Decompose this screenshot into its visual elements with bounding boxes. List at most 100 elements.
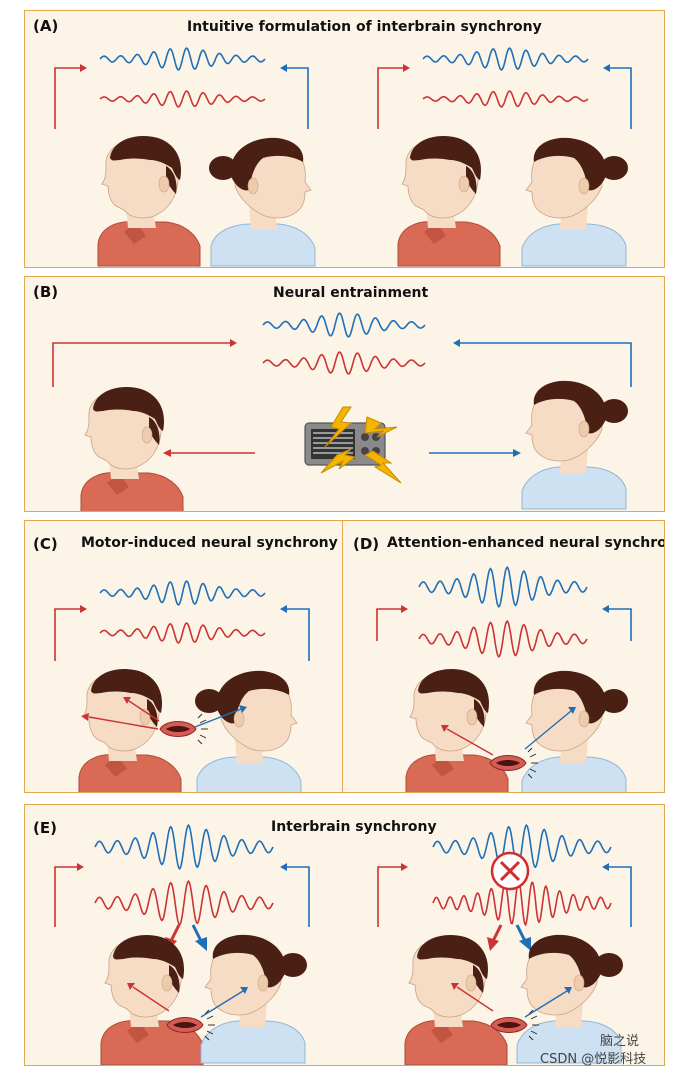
person-male bbox=[97, 135, 201, 267]
panel-d-illustration bbox=[376, 565, 632, 793]
arrowhead bbox=[280, 64, 287, 72]
wave-blue bbox=[418, 565, 588, 609]
arrowhead bbox=[602, 605, 609, 613]
feedback-arrow-blue bbox=[287, 866, 310, 927]
signal-arrow-red bbox=[128, 700, 160, 722]
arrowhead bbox=[163, 449, 171, 457]
arrowhead bbox=[80, 605, 87, 613]
arrowhead bbox=[564, 987, 572, 994]
wave-blue bbox=[99, 47, 266, 71]
person-female bbox=[522, 138, 628, 266]
feedback-arrow-blue bbox=[460, 342, 632, 387]
coupling-arrow-blue bbox=[191, 924, 203, 942]
panel-a-label: (A) bbox=[33, 17, 59, 35]
wave-red bbox=[99, 622, 266, 644]
feedback-arrow-blue bbox=[287, 67, 309, 129]
arrowhead bbox=[487, 937, 499, 951]
person-female bbox=[201, 935, 307, 1063]
panel-a-illustration bbox=[54, 47, 632, 267]
feedback-arrow-red bbox=[376, 608, 401, 641]
person-female bbox=[522, 381, 628, 509]
wave-red bbox=[418, 620, 588, 658]
arrowhead bbox=[401, 605, 408, 613]
arrowhead bbox=[451, 983, 459, 990]
panel-c-title: Motor-induced neural synchrony bbox=[81, 535, 338, 551]
arrowhead bbox=[195, 937, 207, 951]
wave-red bbox=[262, 351, 426, 375]
speaking-mouth-icon bbox=[159, 713, 209, 745]
arrowhead bbox=[280, 863, 287, 871]
panel-c-label: (C) bbox=[33, 535, 58, 553]
panel-d-label: (D) bbox=[353, 535, 380, 553]
arrowhead bbox=[401, 863, 408, 871]
panel-d: (D) Attention-enhanced neural synchrony bbox=[342, 520, 665, 793]
wave-blue bbox=[99, 580, 266, 606]
arrowhead bbox=[441, 725, 449, 732]
signal-arrow-red bbox=[132, 986, 170, 1012]
wave-blue bbox=[262, 312, 426, 338]
wave-red bbox=[99, 90, 266, 108]
arrowhead bbox=[81, 713, 89, 721]
feedback-arrow-red bbox=[377, 866, 401, 927]
arrowhead bbox=[127, 983, 135, 990]
feedback-arrow-blue bbox=[610, 67, 632, 129]
signal-arrow-blue bbox=[524, 710, 572, 750]
watermark-wechat: 脑之说 bbox=[600, 1034, 640, 1049]
signal-arrow-red bbox=[446, 728, 494, 756]
feedback-arrow-red bbox=[52, 342, 230, 387]
wave-red bbox=[432, 879, 612, 927]
panel-b-label: (B) bbox=[33, 283, 59, 301]
person-male bbox=[405, 668, 509, 792]
arrowhead bbox=[453, 339, 460, 347]
coupling-arrow-red bbox=[169, 924, 181, 942]
person-male bbox=[404, 934, 508, 1065]
wave-red bbox=[94, 879, 274, 927]
arrowhead bbox=[239, 705, 247, 713]
lightning-bolt-icon bbox=[320, 406, 402, 484]
arrowhead bbox=[602, 863, 609, 871]
arrowhead bbox=[80, 64, 87, 72]
panel-a-title: Intuitive formulation of interbrain sync… bbox=[187, 19, 542, 35]
signal-arrow-blue bbox=[194, 708, 242, 728]
panel-b-illustration bbox=[52, 312, 632, 511]
arrowhead bbox=[513, 449, 521, 457]
arrowhead bbox=[123, 697, 131, 704]
signal-arrow-red bbox=[88, 716, 159, 730]
panel-e-title: Interbrain synchrony bbox=[271, 819, 437, 835]
panel-e-illustration bbox=[54, 823, 632, 1065]
red-cross-circle-icon bbox=[490, 851, 530, 891]
person-male bbox=[80, 386, 184, 511]
coupling-arrow-red bbox=[491, 924, 503, 942]
wave-blue bbox=[94, 823, 274, 871]
feedback-arrow-blue bbox=[609, 608, 632, 641]
feedback-arrow-blue bbox=[609, 866, 632, 927]
arrowhead bbox=[603, 64, 610, 72]
signal-arrow-blue bbox=[524, 990, 568, 1018]
wave-blue bbox=[432, 823, 612, 871]
person-female bbox=[208, 137, 316, 267]
feedback-arrow-blue bbox=[287, 608, 310, 661]
signal-arrow-red bbox=[456, 986, 494, 1012]
feedback-arrow-red bbox=[54, 866, 77, 927]
signal-arrow-blue bbox=[200, 990, 244, 1018]
arrowhead bbox=[519, 937, 531, 951]
panel-b: (B) Neural entrainment bbox=[24, 276, 665, 512]
arrowhead bbox=[568, 707, 576, 714]
panel-c-illustration bbox=[54, 580, 310, 792]
arrowhead bbox=[280, 605, 287, 613]
arrowhead bbox=[403, 64, 410, 72]
arrowhead bbox=[240, 987, 248, 994]
arrowhead bbox=[230, 339, 237, 347]
feedback-arrow-red bbox=[54, 608, 80, 661]
coupling-arrow-blue bbox=[515, 924, 527, 942]
person-female bbox=[194, 670, 302, 792]
panel-d-title: Attention-enhanced neural synchrony bbox=[387, 535, 665, 551]
watermark-csdn: CSDN @悦影科技 bbox=[540, 1052, 647, 1067]
wave-red bbox=[422, 90, 589, 108]
panel-b-title: Neural entrainment bbox=[273, 285, 429, 301]
panel-e: (E) Interbrain synchrony bbox=[24, 804, 665, 1066]
feedback-arrow-red bbox=[377, 67, 403, 129]
person-female bbox=[522, 671, 628, 793]
wave-blue bbox=[422, 47, 589, 71]
person-male bbox=[397, 135, 501, 267]
